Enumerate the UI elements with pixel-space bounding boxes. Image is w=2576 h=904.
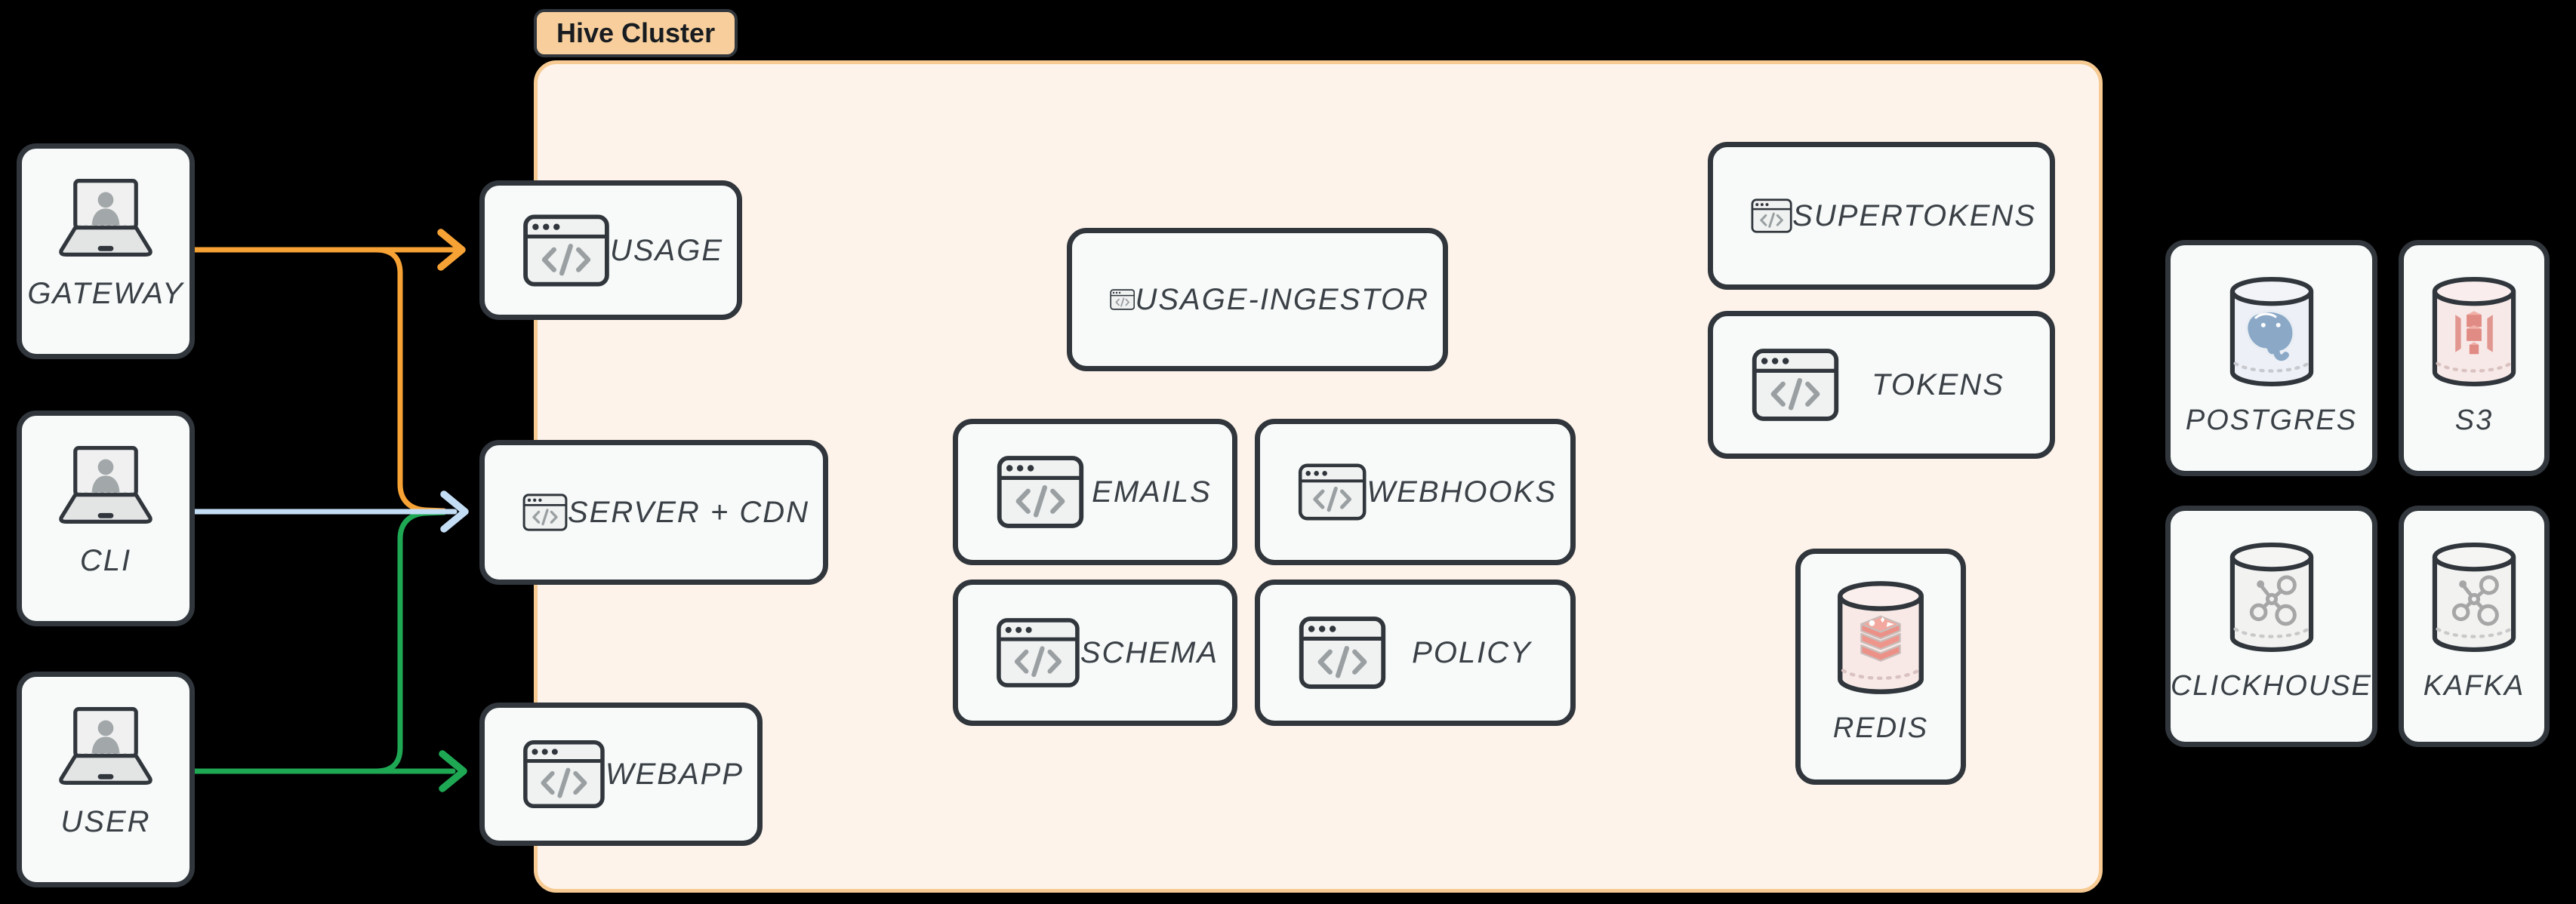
node-usage-ingestor: USAGE-INGESTOR xyxy=(1067,228,1448,371)
laptop-user-icon xyxy=(49,706,162,792)
code-window-icon xyxy=(996,616,1080,690)
edge-cli-server-cdn-arrowhead xyxy=(440,490,469,533)
node-label: POSTGRES xyxy=(2185,404,2358,436)
node-redis: REDIS xyxy=(1795,549,1966,785)
code-window-icon xyxy=(522,475,568,549)
code-window-icon xyxy=(1298,455,1367,529)
node-webhooks: WEBHOOKS xyxy=(1255,419,1576,565)
node-label: USAGE-INGESTOR xyxy=(1135,283,1429,316)
hive-cluster-badge: Hive Cluster xyxy=(534,9,738,57)
code-window-icon xyxy=(1110,263,1135,337)
node-tokens: TOKENS xyxy=(1708,311,2055,459)
node-label: SUPERTOKENS xyxy=(1792,199,2036,232)
node-label: CLI xyxy=(79,544,132,577)
node-s3: S3 xyxy=(2399,240,2550,476)
database-kafka-icon xyxy=(2427,541,2521,653)
node-label: REDIS xyxy=(1832,712,1929,744)
node-supertokens: SUPERTOKENS xyxy=(1708,142,2055,290)
node-label: USAGE xyxy=(609,233,723,267)
edge-gateway xyxy=(192,229,466,514)
database-s3-icon xyxy=(2427,275,2521,388)
node-usage: USAGE xyxy=(479,180,742,320)
node-webapp: WEBAPP xyxy=(479,703,763,846)
edge-user-branch xyxy=(373,509,447,774)
node-label: KAFKA xyxy=(2423,670,2525,702)
edge-user xyxy=(190,750,467,792)
node-label: SERVER + CDN xyxy=(567,496,809,529)
node-label: EMAILS xyxy=(1092,475,1212,509)
node-schema: SCHEMA xyxy=(953,580,1237,726)
database-postgres-icon xyxy=(2225,275,2319,388)
node-label: GATEWAY xyxy=(27,277,184,310)
node-label: WEBAPP xyxy=(605,758,744,791)
node-user: USER xyxy=(17,672,195,887)
node-label: USER xyxy=(60,805,151,838)
edge-gateway-server-cdn xyxy=(373,247,447,514)
node-label: CLICKHOUSE xyxy=(2170,670,2373,702)
laptop-user-icon xyxy=(49,177,162,264)
node-postgres: POSTGRES xyxy=(2165,240,2377,476)
code-window-icon xyxy=(522,737,605,811)
node-label: S3 xyxy=(2454,404,2494,436)
code-window-icon xyxy=(1751,348,1840,422)
node-clickhouse: CLICKHOUSE xyxy=(2165,506,2377,747)
edge-cli xyxy=(190,490,469,533)
code-window-icon xyxy=(522,214,610,287)
edge-user-webapp-arrowhead xyxy=(439,750,467,792)
database-redis-icon xyxy=(1832,580,1929,696)
node-label: POLICY xyxy=(1412,636,1532,669)
node-kafka: KAFKA xyxy=(2399,506,2550,747)
code-window-icon xyxy=(996,455,1085,529)
node-label: WEBHOOKS xyxy=(1367,475,1557,509)
node-emails: EMAILS xyxy=(953,419,1237,565)
node-server-cdn: SERVER + CDN xyxy=(479,440,828,585)
node-policy: POLICY xyxy=(1255,580,1576,726)
node-label: SCHEMA xyxy=(1080,636,1219,669)
database-clickhouse-icon xyxy=(2225,541,2319,653)
code-window-icon xyxy=(1298,616,1387,690)
laptop-user-icon xyxy=(49,444,162,531)
code-window-icon xyxy=(1751,179,1792,253)
node-gateway: GATEWAY xyxy=(17,143,195,359)
edge-gateway-usage-arrowhead xyxy=(437,229,466,271)
node-cli: CLI xyxy=(17,410,195,626)
node-label: TOKENS xyxy=(1872,368,2004,401)
edge-user-server-cdn xyxy=(373,509,447,774)
